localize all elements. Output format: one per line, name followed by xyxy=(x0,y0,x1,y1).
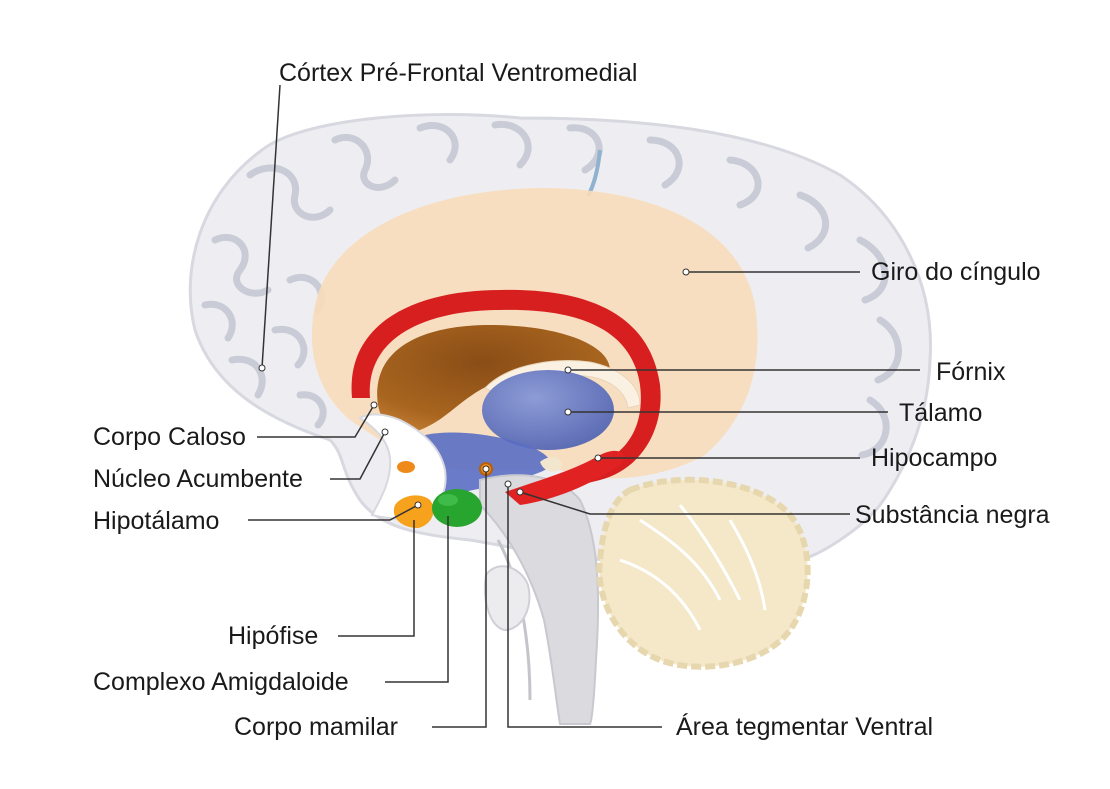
leader-hipotalamo xyxy=(248,504,419,521)
brainstem-shape xyxy=(479,474,600,725)
cerebellum-folia xyxy=(619,504,767,631)
amygdala-shape xyxy=(432,489,482,527)
leader-nucleo xyxy=(330,431,386,480)
pons-shape xyxy=(484,565,531,632)
hippocampus-shape xyxy=(505,450,624,505)
label-corpo-caloso: Corpo Caloso xyxy=(93,423,246,451)
label-hipotalamo: Hipotálamo xyxy=(93,507,220,535)
leader-lines xyxy=(248,84,920,728)
pointer-dots xyxy=(258,268,690,509)
leader-hipofise xyxy=(338,520,415,637)
thalamus-shape xyxy=(482,370,614,450)
label-nucleo-acumbente: Núcleo Acumbente xyxy=(93,465,303,493)
lateral-ventricle-shape xyxy=(377,325,610,432)
nucleus-accumbens-shape xyxy=(397,461,415,473)
label-cortex-pre-frontal: Córtex Pré-Frontal Ventromedial xyxy=(279,59,638,87)
label-hipocampo: Hipocampo xyxy=(871,444,998,472)
leader-substancia xyxy=(519,491,850,515)
uncus-shape xyxy=(540,457,562,472)
leader-mamilar xyxy=(432,472,487,728)
label-area-tegmentar-ventral: Área tegmentar Ventral xyxy=(676,713,934,741)
leader-corpo-caloso xyxy=(257,404,375,438)
label-fornix: Fórnix xyxy=(936,358,1006,386)
leader-cortex xyxy=(261,84,281,369)
label-substancia-negra: Substância negra xyxy=(855,501,1050,529)
leader-amigdala xyxy=(385,516,449,683)
label-hipofise: Hipófise xyxy=(228,622,319,650)
label-complexo-amigdaloide: Complexo Amigdaloide xyxy=(93,668,349,696)
amygdala-highlight xyxy=(438,494,458,506)
label-corpo-mamilar: Corpo mamilar xyxy=(234,713,398,741)
label-talamo: Tálamo xyxy=(899,399,983,427)
leader-area xyxy=(507,484,662,728)
label-giro-do-cingulo: Giro do cíngulo xyxy=(871,258,1041,286)
hypophysis-shape xyxy=(393,495,434,528)
